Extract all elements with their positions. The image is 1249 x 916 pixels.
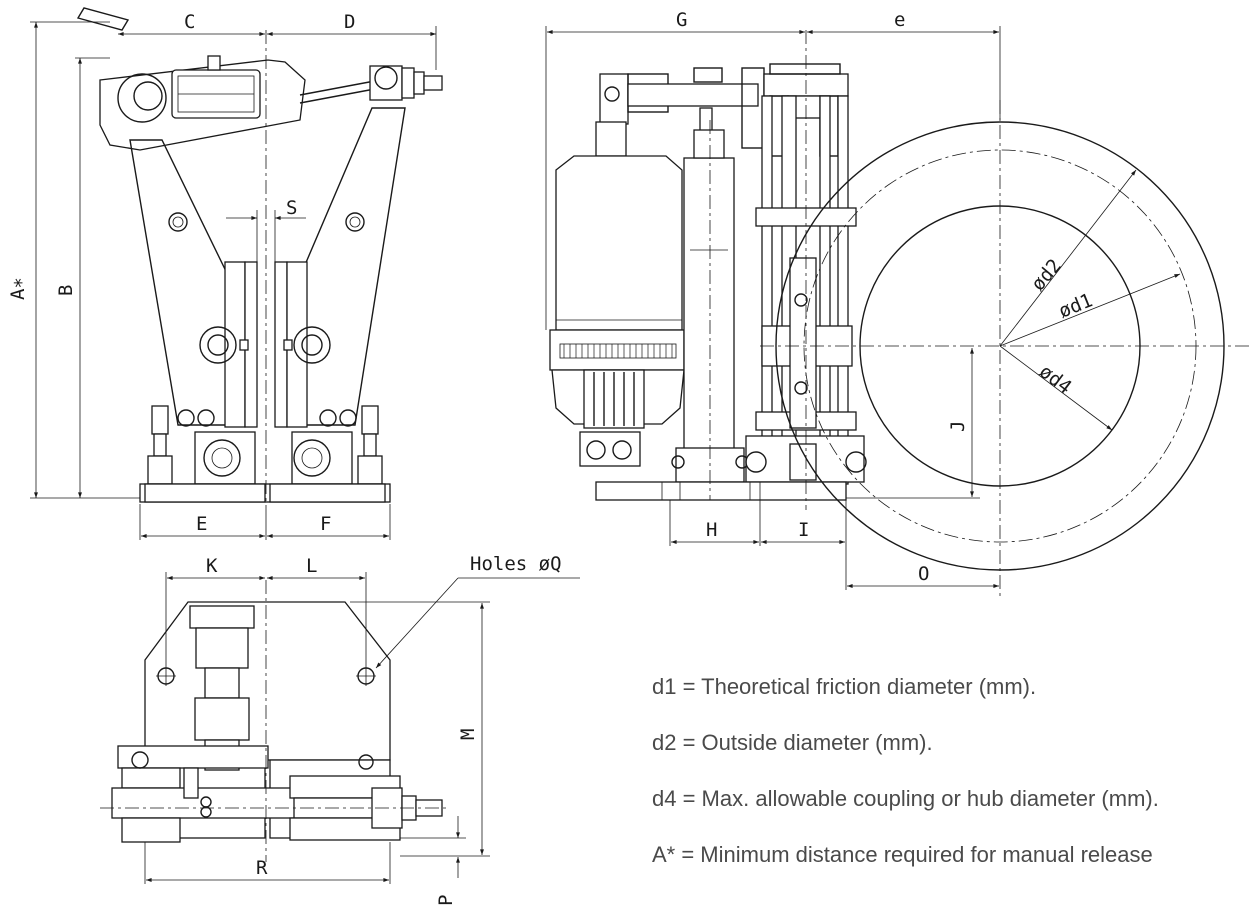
dim-label-m: M <box>457 729 479 740</box>
side-view-dimensions: G e ød2 ød1 ød4 J H I O <box>545 9 1181 590</box>
dim-label-j: J <box>947 421 969 432</box>
holes-label: Holes øQ <box>470 553 562 575</box>
dim-label-d: D <box>344 11 355 33</box>
dim-label-a: A∗ <box>7 277 29 300</box>
legend: d1 = Theoretical friction diameter (mm).… <box>652 674 1159 867</box>
dim-label-l: L <box>306 555 317 577</box>
legend-a: A* = Minimum distance required for manua… <box>652 842 1153 867</box>
legend-d1: d1 = Theoretical friction diameter (mm). <box>652 674 1036 699</box>
top-view <box>100 580 450 862</box>
dim-label-s: S <box>286 197 297 219</box>
top-view-dimensions: K L Holes øQ M P R <box>144 553 580 906</box>
front-view-dimensions: C D A∗ B S E F <box>7 11 437 540</box>
dim-label-f: F <box>320 513 331 535</box>
side-view <box>549 30 1249 510</box>
dim-label-d4: ød4 <box>1035 360 1076 398</box>
dim-label-e-small: e <box>894 9 905 31</box>
dim-label-k: K <box>206 555 218 577</box>
dim-label-g: G <box>676 9 687 31</box>
dim-label-d2: ød2 <box>1027 255 1066 295</box>
dim-label-o: O <box>918 563 929 585</box>
brake-disc <box>775 100 1225 600</box>
dim-label-e: E <box>196 513 207 535</box>
dim-label-i: I <box>798 519 809 541</box>
legend-d2: d2 = Outside diameter (mm). <box>652 730 933 755</box>
dim-label-c: C <box>184 11 195 33</box>
dim-label-d1: ød1 <box>1056 289 1096 322</box>
legend-d4: d4 = Max. allowable coupling or hub diam… <box>652 786 1159 811</box>
dim-label-r: R <box>256 857 268 879</box>
dim-label-b: B <box>55 285 77 296</box>
dim-label-p: P <box>435 895 457 906</box>
front-view <box>76 7 443 508</box>
dim-label-h: H <box>706 519 717 541</box>
